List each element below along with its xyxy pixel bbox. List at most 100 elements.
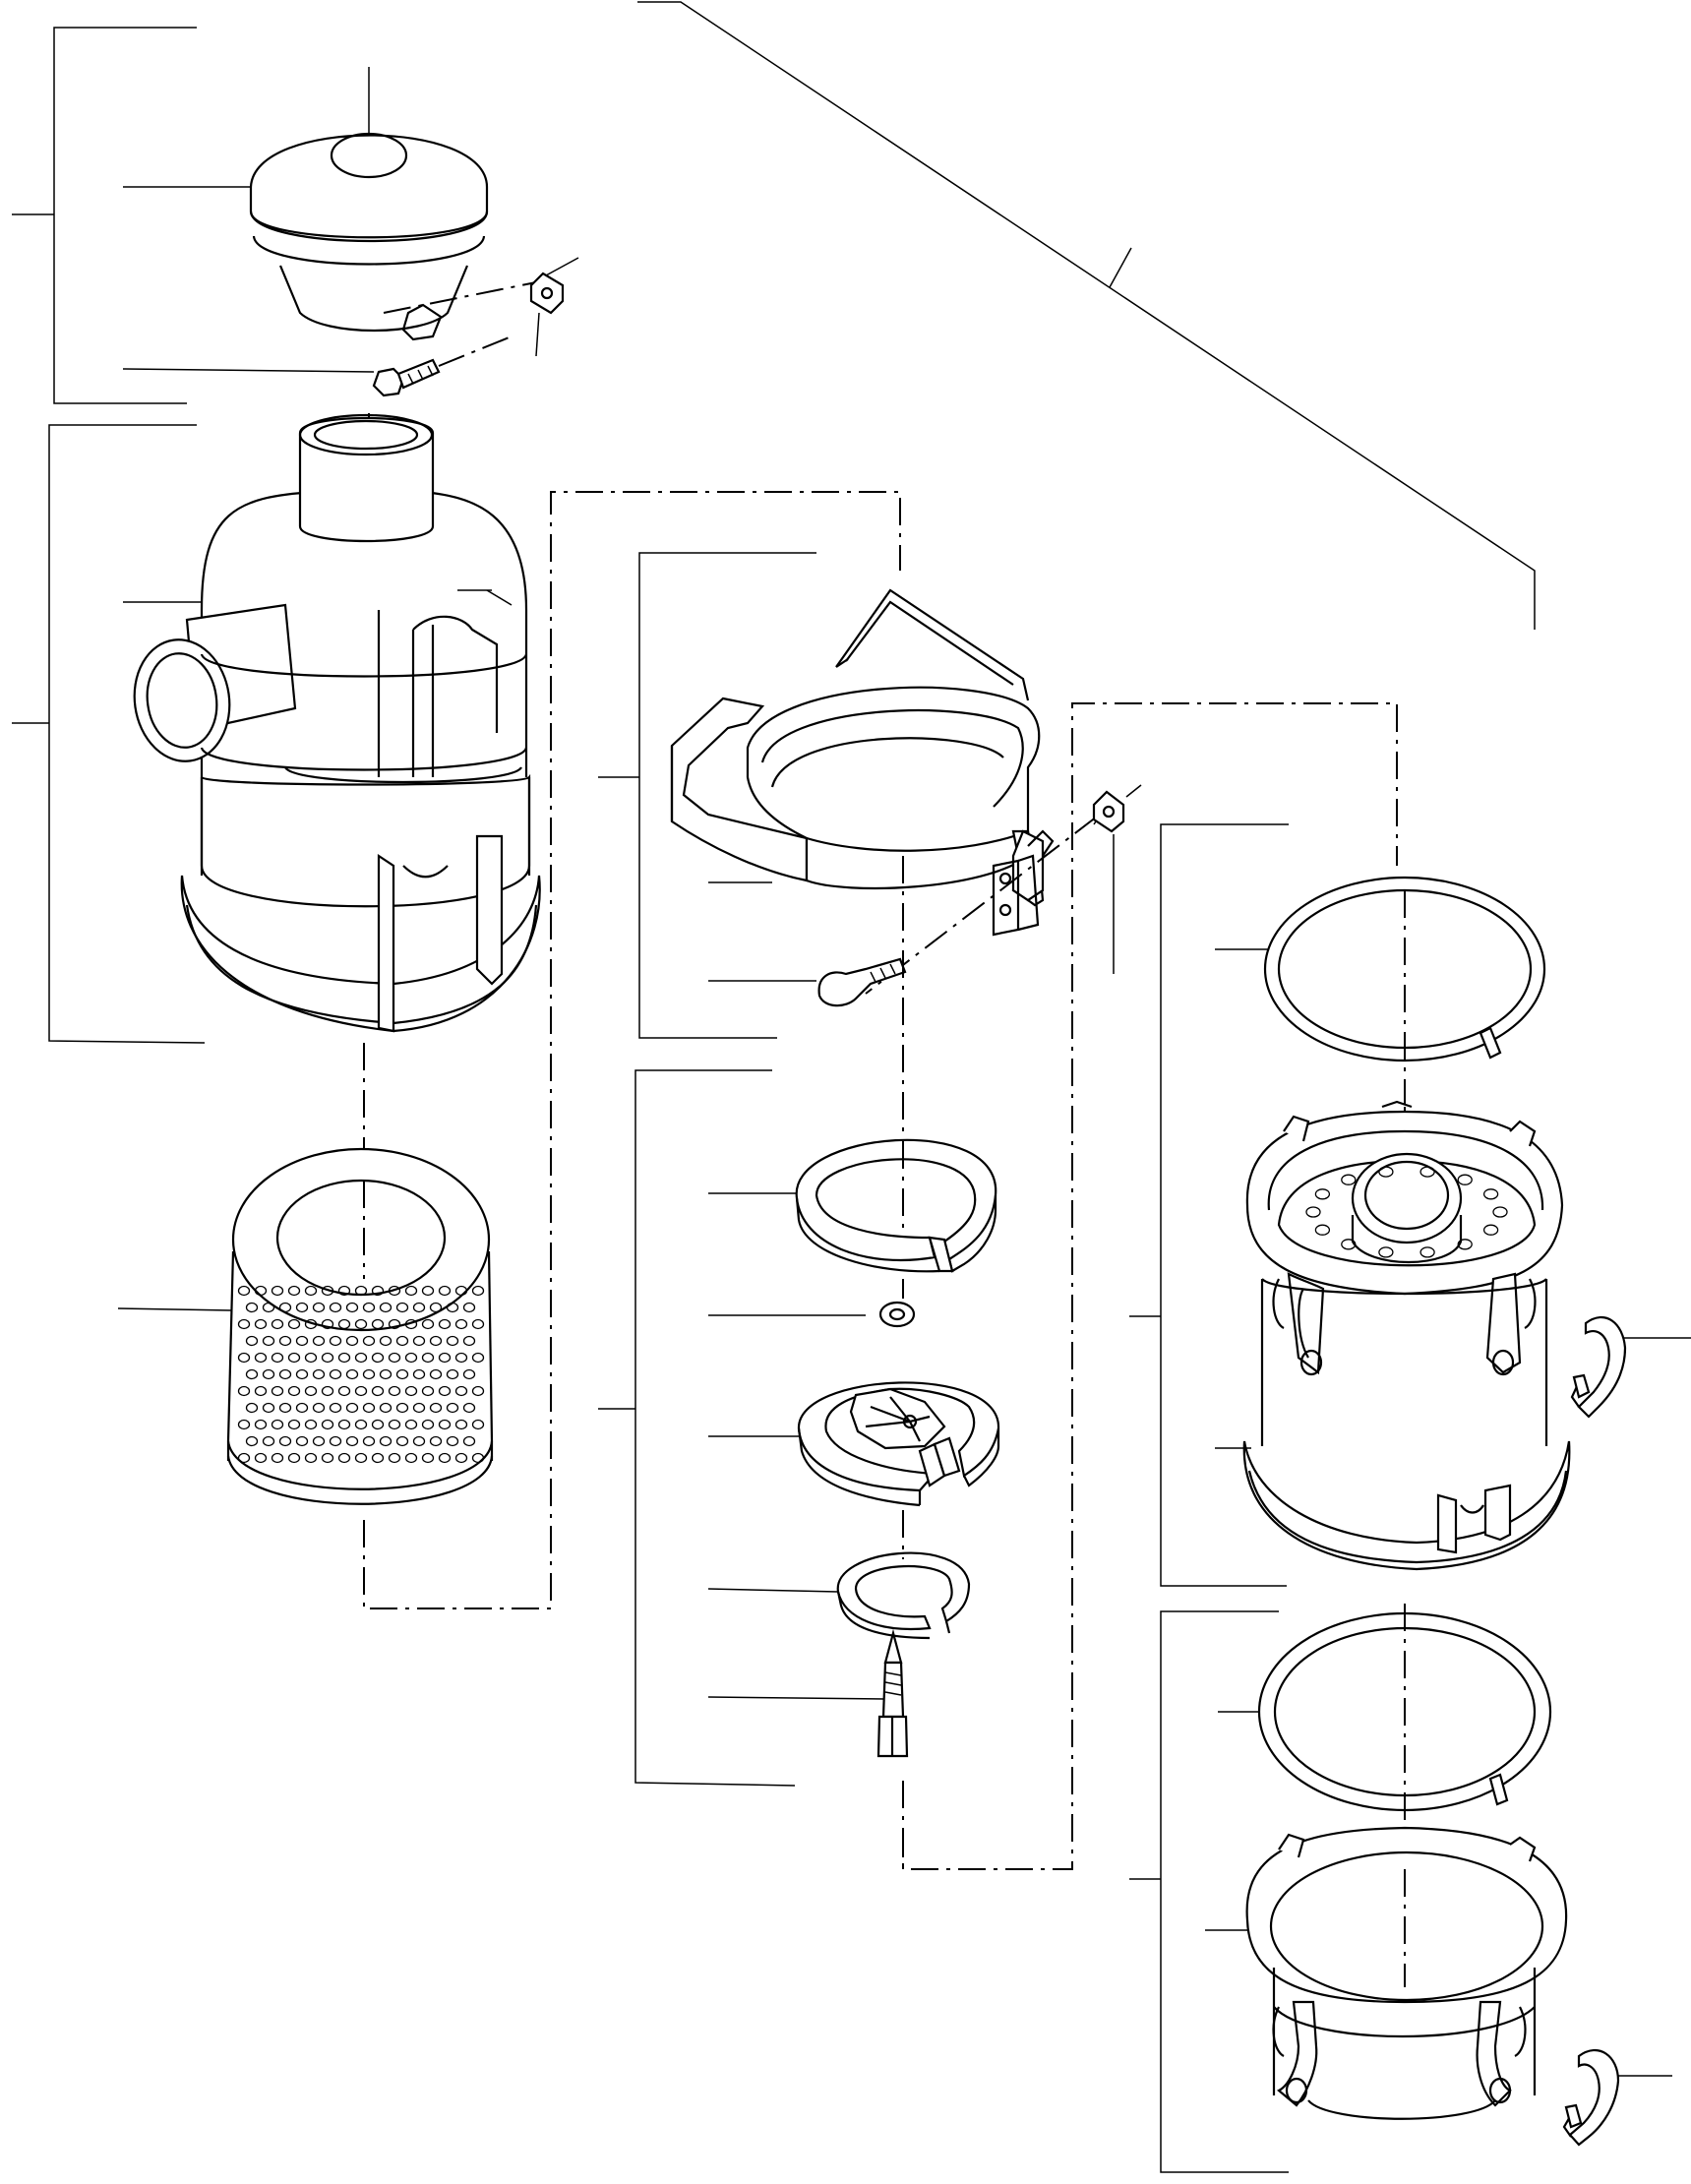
cup-hole <box>1378 1246 1394 1258</box>
cup-hole <box>1457 1239 1473 1250</box>
filter-hole <box>429 1335 443 1347</box>
filter-hole <box>454 1452 468 1464</box>
gasket-ring-1-part <box>1263 876 1546 1087</box>
band-nut-part <box>1092 784 1142 974</box>
callout-lines-inner <box>707 1192 886 1700</box>
filter-hole <box>345 1368 359 1380</box>
filter-hole <box>312 1368 326 1380</box>
filter-hole <box>262 1435 275 1447</box>
group-bracket-cup-lower <box>1129 1610 1289 2173</box>
filter-hole <box>388 1318 401 1330</box>
filter-hole <box>245 1302 259 1313</box>
filter-hole <box>388 1385 401 1397</box>
filter-hole <box>412 1302 426 1313</box>
filter-hole <box>412 1335 426 1347</box>
filter-hole <box>312 1335 326 1347</box>
filter-hole <box>262 1402 275 1414</box>
filter-hole <box>354 1385 368 1397</box>
filter-hole <box>287 1285 301 1297</box>
washer-part <box>878 1279 916 1328</box>
filter-hole <box>287 1318 301 1330</box>
filter-hole <box>262 1335 275 1347</box>
filter-hole <box>329 1402 342 1414</box>
filter-hole <box>446 1435 459 1447</box>
filter-element-part <box>117 1043 494 1505</box>
filter-hole <box>321 1452 334 1464</box>
filter-hole <box>262 1302 275 1313</box>
filter-hole <box>278 1302 292 1313</box>
filter-hole <box>371 1352 385 1364</box>
filter-hole <box>395 1402 409 1414</box>
filter-hole <box>438 1452 452 1464</box>
cup-hole <box>1314 1224 1331 1236</box>
filter-hole <box>321 1285 334 1297</box>
filter-hole <box>271 1318 284 1330</box>
filter-hole <box>295 1435 309 1447</box>
filter-hole <box>421 1318 435 1330</box>
filter-hole <box>421 1385 435 1397</box>
filter-hole <box>379 1435 393 1447</box>
filter-hole <box>421 1452 435 1464</box>
cup-upper-part <box>1242 1087 1571 1571</box>
filter-hole <box>354 1318 368 1330</box>
connector-stud-to-cup <box>902 702 1398 1870</box>
cup-hole <box>1482 1224 1499 1236</box>
filter-hole <box>237 1419 251 1430</box>
group-bracket-body <box>12 424 206 1044</box>
filter-hole <box>345 1335 359 1347</box>
filter-hole <box>345 1402 359 1414</box>
filter-hole <box>438 1318 452 1330</box>
filter-hole <box>245 1402 259 1414</box>
filter-hole <box>471 1285 485 1297</box>
filter-hole <box>312 1302 326 1313</box>
filter-hole <box>337 1352 351 1364</box>
filter-hole <box>438 1419 452 1430</box>
gasket-ring-2-part <box>1257 1604 1552 1850</box>
cup-hole <box>1341 1174 1357 1185</box>
filter-hole <box>362 1368 376 1380</box>
filter-hole <box>462 1402 476 1414</box>
filter-hole <box>287 1352 301 1364</box>
filter-hole <box>354 1452 368 1464</box>
filter-hole <box>287 1385 301 1397</box>
filter-hole <box>278 1402 292 1414</box>
filter-hole <box>237 1352 251 1364</box>
filter-hole <box>446 1302 459 1313</box>
filter-hole <box>379 1302 393 1313</box>
cup-hole <box>1314 1188 1331 1200</box>
filter-hole <box>446 1335 459 1347</box>
filter-hole <box>404 1285 418 1297</box>
filter-hole <box>421 1285 435 1297</box>
filter-hole <box>295 1368 309 1380</box>
filter-hole <box>337 1452 351 1464</box>
filter-hole <box>395 1302 409 1313</box>
filter-hole <box>278 1368 292 1380</box>
cup-hole <box>1492 1206 1508 1218</box>
filter-hole <box>278 1335 292 1347</box>
cap-part <box>249 67 579 341</box>
filter-hole <box>446 1402 459 1414</box>
filter-hole <box>321 1385 334 1397</box>
filter-hole <box>462 1435 476 1447</box>
filter-hole <box>371 1285 385 1297</box>
filter-hole <box>379 1335 393 1347</box>
filter-hole <box>312 1435 326 1447</box>
body-housing-part <box>133 413 541 1033</box>
filter-hole <box>471 1419 485 1430</box>
seal-ring-upper-part <box>795 1138 997 1273</box>
filter-hole <box>471 1352 485 1364</box>
filter-perforations <box>237 1285 485 1464</box>
cup-hole <box>1341 1239 1357 1250</box>
filter-hole <box>262 1368 275 1380</box>
filter-hole <box>245 1368 259 1380</box>
filter-hole <box>245 1435 259 1447</box>
filter-hole <box>245 1335 259 1347</box>
filter-hole <box>287 1452 301 1464</box>
filter-hole <box>421 1419 435 1430</box>
cup-perforations <box>1305 1166 1508 1258</box>
filter-hole <box>271 1419 284 1430</box>
cap-bolt-part <box>372 335 513 397</box>
filter-hole <box>429 1435 443 1447</box>
filter-hole <box>371 1419 385 1430</box>
filter-hole <box>295 1402 309 1414</box>
